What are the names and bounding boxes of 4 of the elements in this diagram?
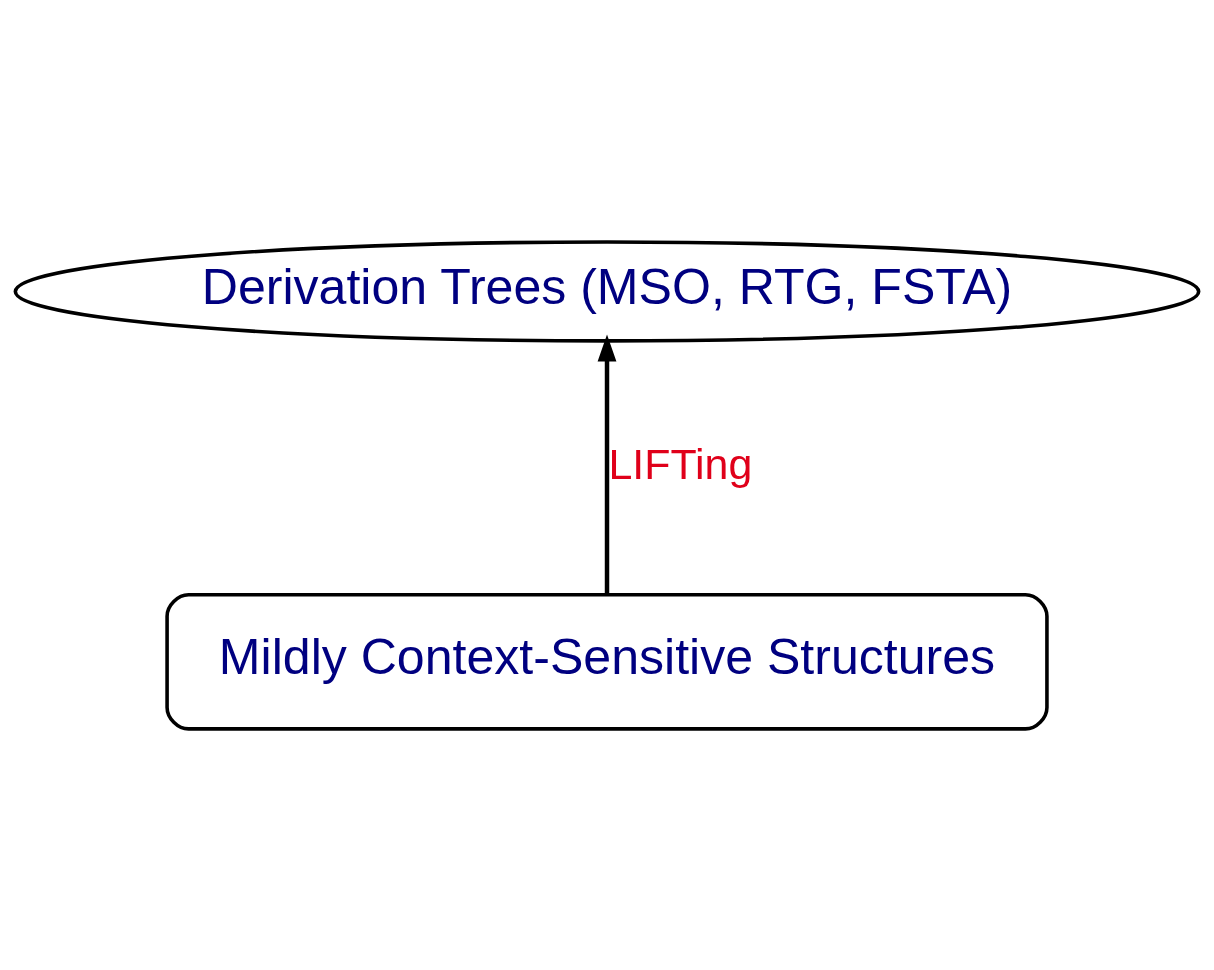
edge-label: LIFTing [608, 439, 753, 488]
node-ellipse: Derivation Trees (MSO, RTG, FSTA) [13, 239, 1201, 343]
node-box: Mildly Context-Sensitive Structures [165, 592, 1049, 731]
arrow [597, 334, 617, 594]
